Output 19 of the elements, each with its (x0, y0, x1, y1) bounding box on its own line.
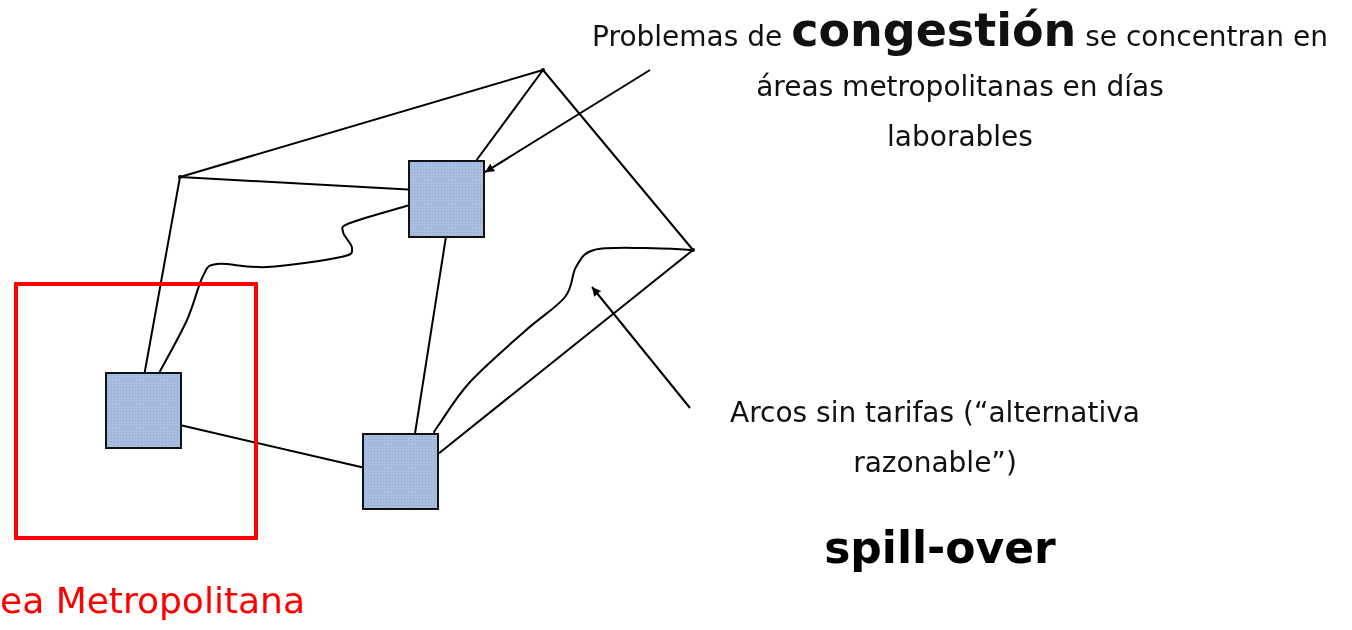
junction-point (691, 248, 695, 252)
term-label: spill-over (823, 522, 1057, 573)
road-link (475, 69, 544, 161)
junction-point (178, 175, 182, 179)
road-link (143, 176, 181, 373)
road-link (542, 69, 694, 251)
city-node (362, 433, 439, 510)
road-link (179, 176, 409, 191)
wavy-road (158, 204, 409, 373)
road-link (181, 424, 363, 469)
city-node (105, 372, 182, 449)
city-node (408, 160, 485, 238)
leader-arrow (484, 69, 651, 174)
annotation-text: Arcos sin tarifas (“alternativa razonable”) (729, 395, 1141, 481)
road-link (414, 237, 447, 434)
leader-arrow (591, 286, 691, 409)
area-label: ea Metropolitana (0, 580, 305, 621)
junction-point (541, 68, 545, 72)
road-link (179, 69, 544, 178)
